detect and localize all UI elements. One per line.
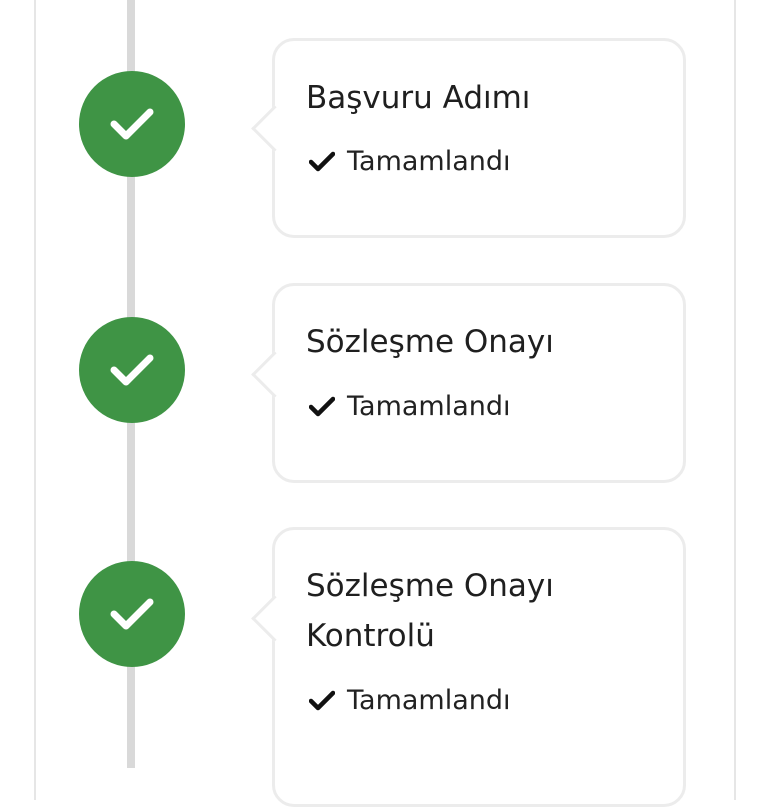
check-icon [309, 690, 335, 711]
step-1-complete-indicator [79, 71, 185, 177]
check-icon [110, 354, 154, 386]
step-card-sozlesme-onayi-kontrolu[interactable]: Sözleşme Onayı Kontrolü Tamamlandı [251, 527, 686, 807]
step-2-complete-indicator [79, 317, 185, 423]
step-title: Başvuru Adımı [306, 80, 531, 116]
step-status: Tamamlandı [309, 685, 511, 716]
step-status: Tamamlandı [309, 391, 511, 422]
check-icon [110, 598, 154, 630]
step-3-complete-indicator [79, 561, 185, 667]
step-title-line-2: Kontrolü [306, 618, 435, 654]
step-status-label: Tamamlandı [347, 685, 511, 716]
step-card-sozlesme-onayi[interactable]: Sözleşme Onayı Tamamlandı [251, 283, 686, 483]
step-status-label: Tamamlandı [347, 391, 511, 422]
step-card-basvuru[interactable]: Başvuru Adımı Tamamlandı [251, 38, 686, 238]
check-icon [110, 108, 154, 140]
step-title-line-1: Sözleşme Onayı [306, 568, 554, 604]
step-title: Sözleşme Onayı [306, 324, 554, 360]
step-status-label: Tamamlandı [347, 146, 511, 177]
check-icon [309, 151, 335, 172]
step-status: Tamamlandı [309, 146, 511, 177]
check-icon [309, 396, 335, 417]
